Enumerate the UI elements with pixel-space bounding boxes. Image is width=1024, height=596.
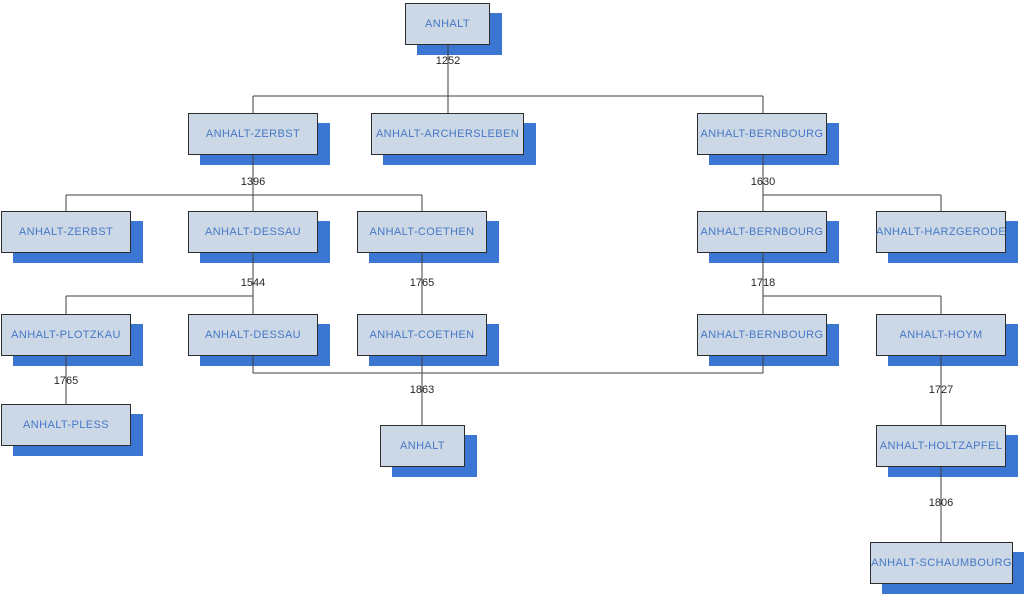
node-anhalt-pless[interactable]: ANHALT-PLESS [1,404,131,446]
node-label: ANHALT-HOLTZAPFEL [879,440,1003,452]
node-anhalt-bernbourg-g4[interactable]: ANHALT-BERNBOURG [697,314,827,356]
year-label-1765-pless: 1765 [53,375,79,387]
node-anhalt-dessau-g3[interactable]: ANHALT-DESSAU [188,211,318,253]
node-label: ANHALT-BERNBOURG [700,226,824,238]
node-label: ANHALT-PLOTZKAU [11,329,121,341]
edge-1252 [252,45,764,113]
year-label-1252: 1252 [435,55,461,67]
node-anhalt-hoym[interactable]: ANHALT-HOYM [876,314,1006,356]
node-anhalt-zerbst-g2[interactable]: ANHALT-ZERBST [188,113,318,155]
node-label: ANHALT-BERNBOURG [700,329,824,341]
node-label: ANHALT-ZERBST [205,128,301,140]
node-anhalt-coethen-g3[interactable]: ANHALT-COETHEN [357,211,487,253]
node-anhalt-plotzkau[interactable]: ANHALT-PLOTZKAU [1,314,131,356]
node-label: ANHALT-DESSAU [204,226,302,238]
node-label: ANHALT-SCHAUMBOURG [871,557,1012,569]
node-anhalt-archersleben[interactable]: ANHALT-ARCHERSLEBEN [371,113,524,155]
edge-1863-merge [252,356,764,425]
node-label: ANHALT-COETHEN [369,226,475,238]
year-label-1630: 1630 [750,176,776,188]
year-label-1718: 1718 [750,277,776,289]
node-anhalt-schaumbourg[interactable]: ANHALT-SCHAUMBOURG [870,542,1013,584]
node-anhalt-dessau-g4[interactable]: ANHALT-DESSAU [188,314,318,356]
node-label: ANHALT-COETHEN [369,329,475,341]
node-anhalt-unified[interactable]: ANHALT [380,425,465,467]
node-label: ANHALT-HOYM [899,329,983,341]
year-label-1806: 1806 [928,497,954,509]
node-anhalt-zerbst-g3[interactable]: ANHALT-ZERBST [1,211,131,253]
node-label: ANHALT [400,440,445,452]
year-label-1544: 1544 [240,277,266,289]
node-label: ANHALT [425,18,470,30]
node-anhalt-root[interactable]: ANHALT [405,3,490,45]
node-label: ANHALT-DESSAU [204,329,302,341]
node-anhalt-bernbourg-g2[interactable]: ANHALT-BERNBOURG [697,113,827,155]
node-label: ANHALT-ZERBST [18,226,114,238]
year-label-1765-coethen: 1765 [409,277,435,289]
node-anhalt-holtzapfel[interactable]: ANHALT-HOLTZAPFEL [876,425,1006,467]
node-label: ANHALT-HARZGERODE [875,226,1007,238]
node-label: ANHALT-ARCHERSLEBEN [375,128,520,140]
node-label: ANHALT-PLESS [23,419,109,431]
year-label-1727: 1727 [928,384,954,396]
node-label: ANHALT-BERNBOURG [700,128,824,140]
year-label-1863: 1863 [409,384,435,396]
year-label-1396: 1396 [240,176,266,188]
node-anhalt-coethen-g4[interactable]: ANHALT-COETHEN [357,314,487,356]
node-anhalt-harzgerode[interactable]: ANHALT-HARZGERODE [876,211,1006,253]
node-anhalt-bernbourg-g3[interactable]: ANHALT-BERNBOURG [697,211,827,253]
